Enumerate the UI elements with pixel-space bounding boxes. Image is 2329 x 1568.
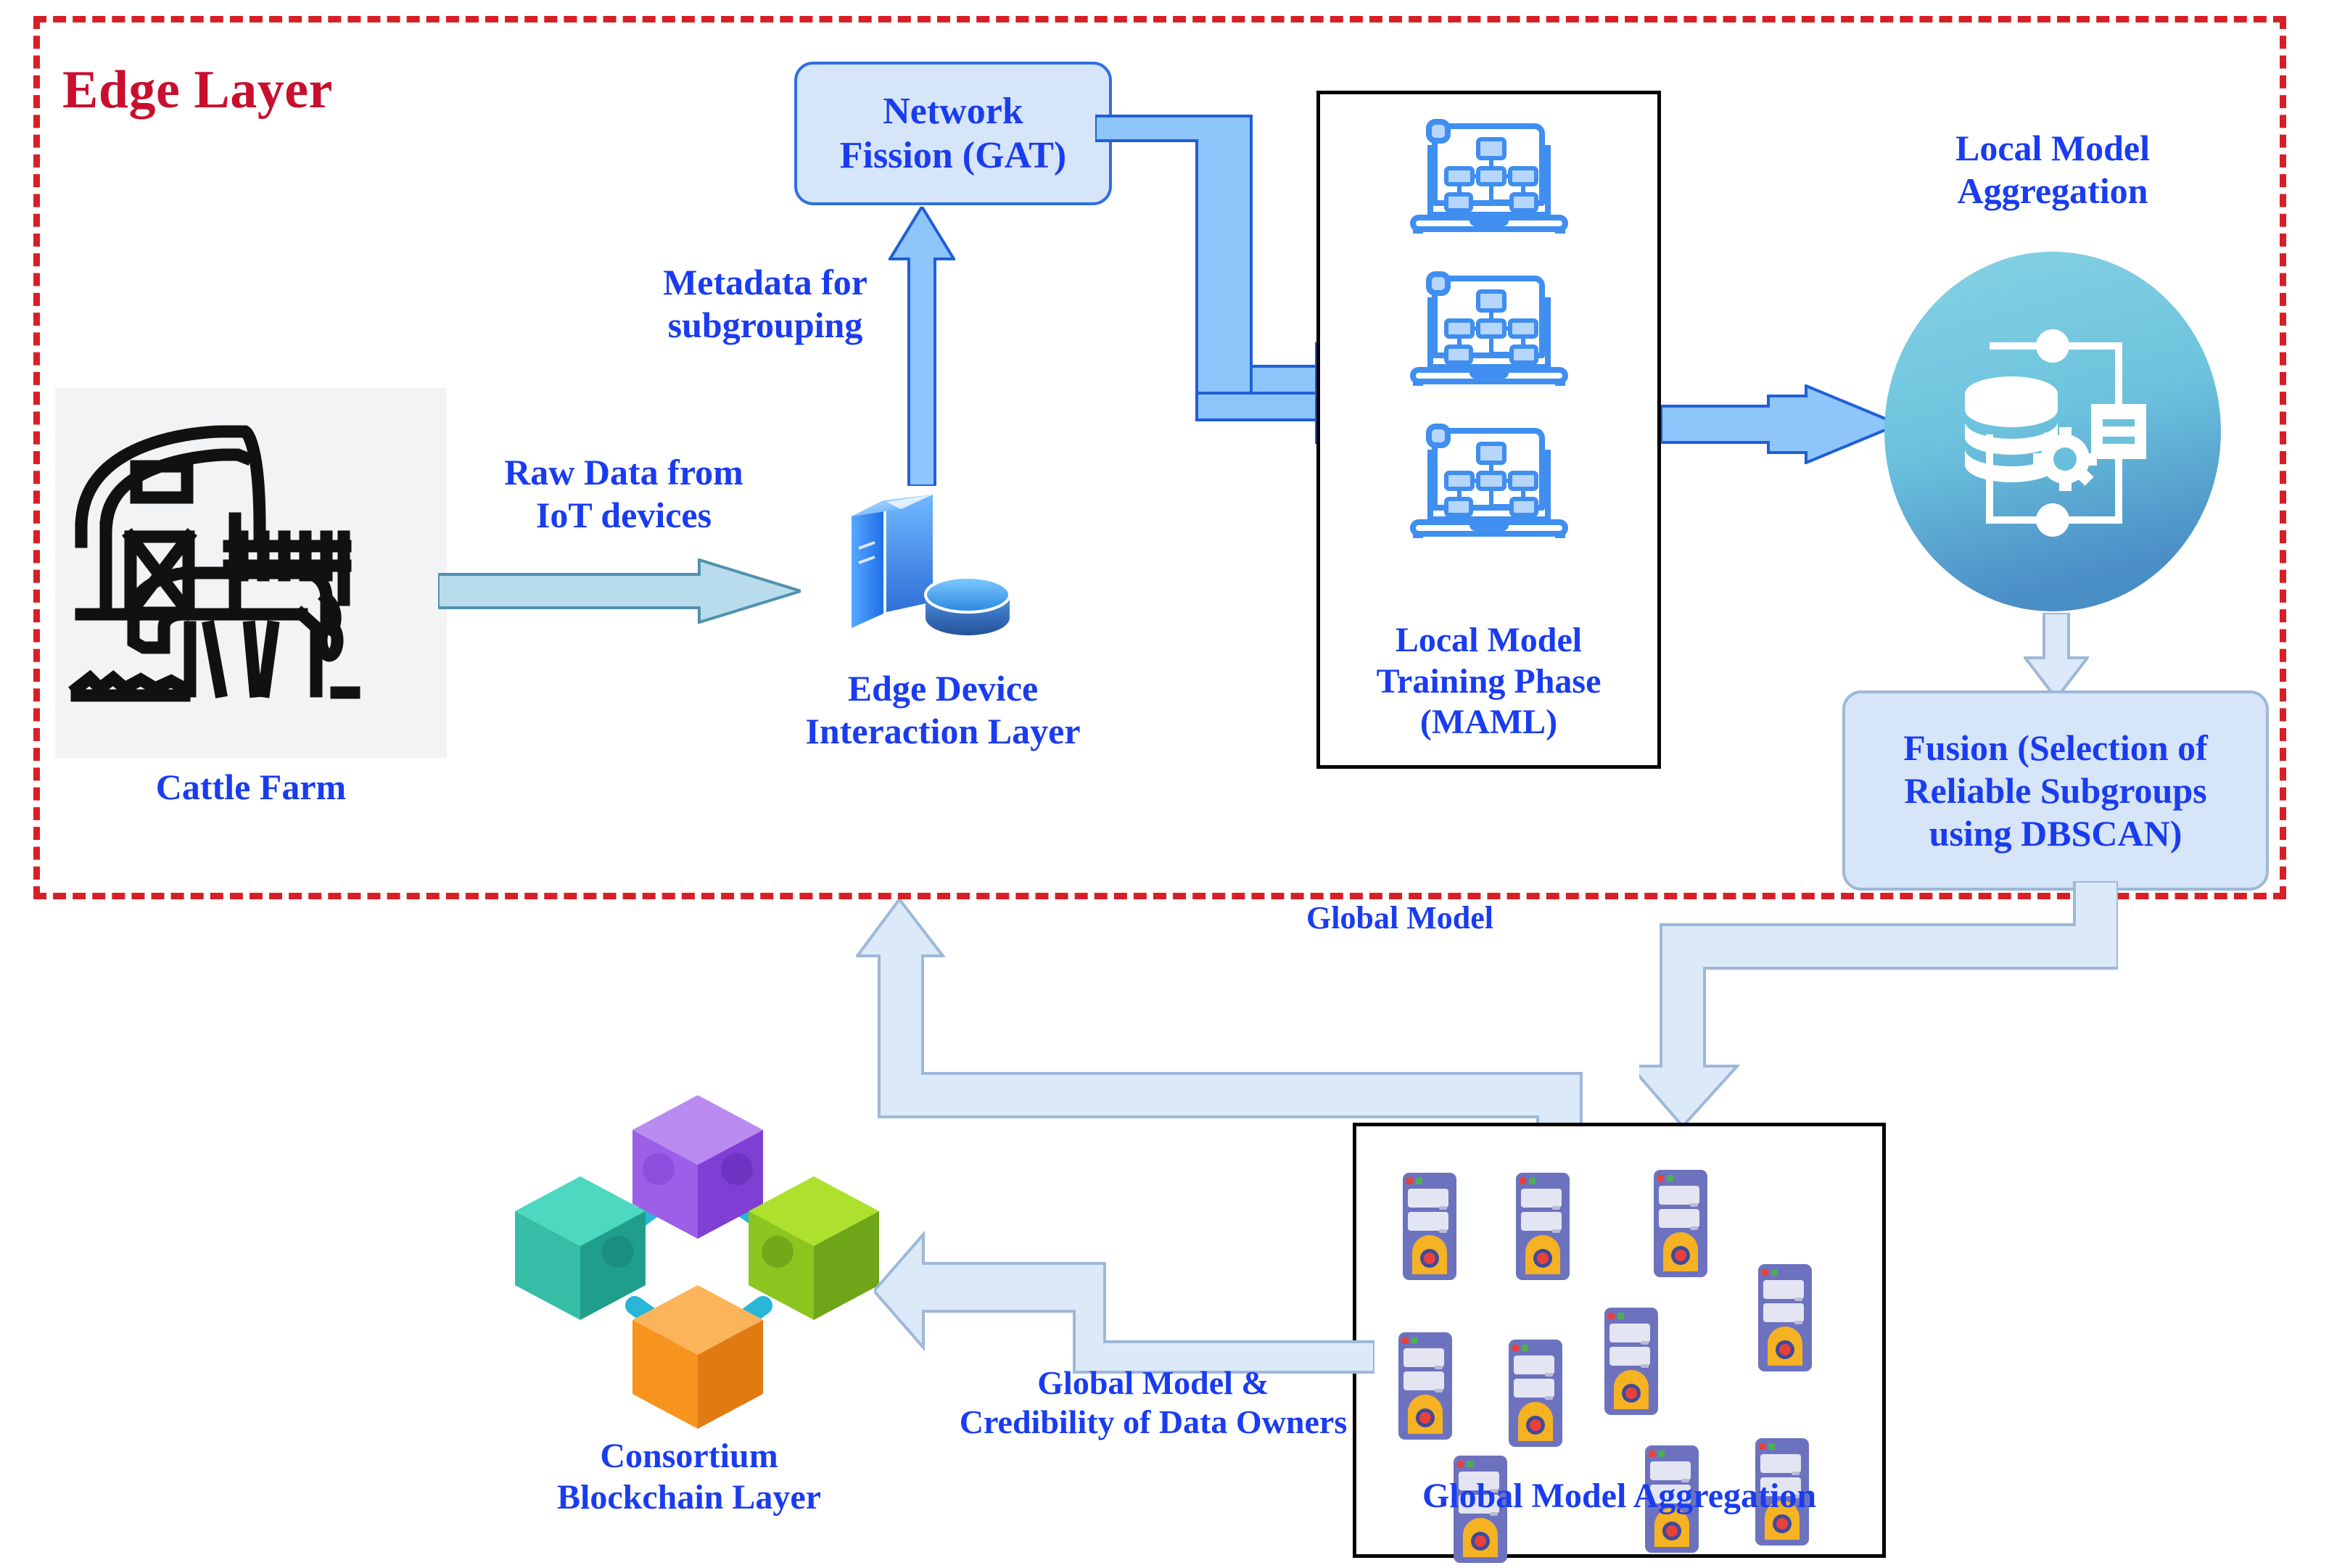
server-tower-icon xyxy=(1401,1171,1458,1282)
blockchain-label: Consortium Blockchain Layer xyxy=(556,1437,821,1517)
server-tower-icon xyxy=(1652,1168,1709,1279)
server-tower-icon xyxy=(1514,1171,1571,1282)
fusion-box[interactable]: Fusion (Selection of Reliable Subgroups … xyxy=(1842,690,2269,891)
credibility-label: Global Model & Credibility of Data Owner… xyxy=(959,1364,1348,1441)
local-aggregation-oval xyxy=(1882,250,2223,613)
global-model-label: Global Model xyxy=(1306,900,1493,936)
laptop-neural-network-icon xyxy=(1406,261,1572,406)
edge-layer-title: Edge Layer xyxy=(62,60,333,120)
server-tower-icon xyxy=(1644,1444,1700,1554)
edge-device-label: Edge Device Interaction Layer xyxy=(805,668,1081,751)
blockchain-cubes-icon xyxy=(508,1088,885,1451)
server-tower-icon xyxy=(1754,1437,1810,1547)
network-fission-box[interactable]: Network Fission (GAT) xyxy=(794,62,1112,205)
laptop-neural-network-icon xyxy=(1406,413,1572,558)
local-training-label: Local Model Training Phase (MAML) xyxy=(1376,621,1602,742)
server-tower-icon xyxy=(1603,1306,1660,1416)
fusion-to-global-arrow xyxy=(1627,880,2119,1129)
laptop-neural-network-icon xyxy=(1406,109,1572,254)
metadata-label: Metadata for subgrouping xyxy=(663,262,867,345)
server-tower-icon xyxy=(1507,1338,1564,1448)
server-tower-icon xyxy=(1397,1331,1454,1441)
server-tower-icon xyxy=(1452,1454,1509,1564)
metadata-arrow xyxy=(887,204,957,487)
local-training-box xyxy=(1316,91,1661,769)
global-aggregation-box xyxy=(1353,1123,1886,1563)
barn-cow-icon xyxy=(55,388,447,758)
server-database-icon xyxy=(834,479,1037,653)
raw-data-arrow xyxy=(437,558,806,624)
cattle-farm-label: Cattle Farm xyxy=(155,767,347,807)
raw-data-label: Raw Data from IoT devices xyxy=(504,452,743,535)
server-tower-icon xyxy=(1757,1263,1813,1373)
training-to-aggregation-arrow xyxy=(1660,384,1903,465)
fusion-label: Fusion (Selection of Reliable Subgroups … xyxy=(1903,727,2208,854)
aggregation-to-fusion-arrow xyxy=(2021,611,2091,701)
edge-layer-boundary xyxy=(33,16,2286,899)
local-aggregation-label: Local Model Aggregation xyxy=(1955,128,2151,211)
network-fission-label: Network Fission (GAT) xyxy=(839,90,1067,176)
global-aggregation-label: Global Model Aggregation xyxy=(1422,1477,1817,1515)
